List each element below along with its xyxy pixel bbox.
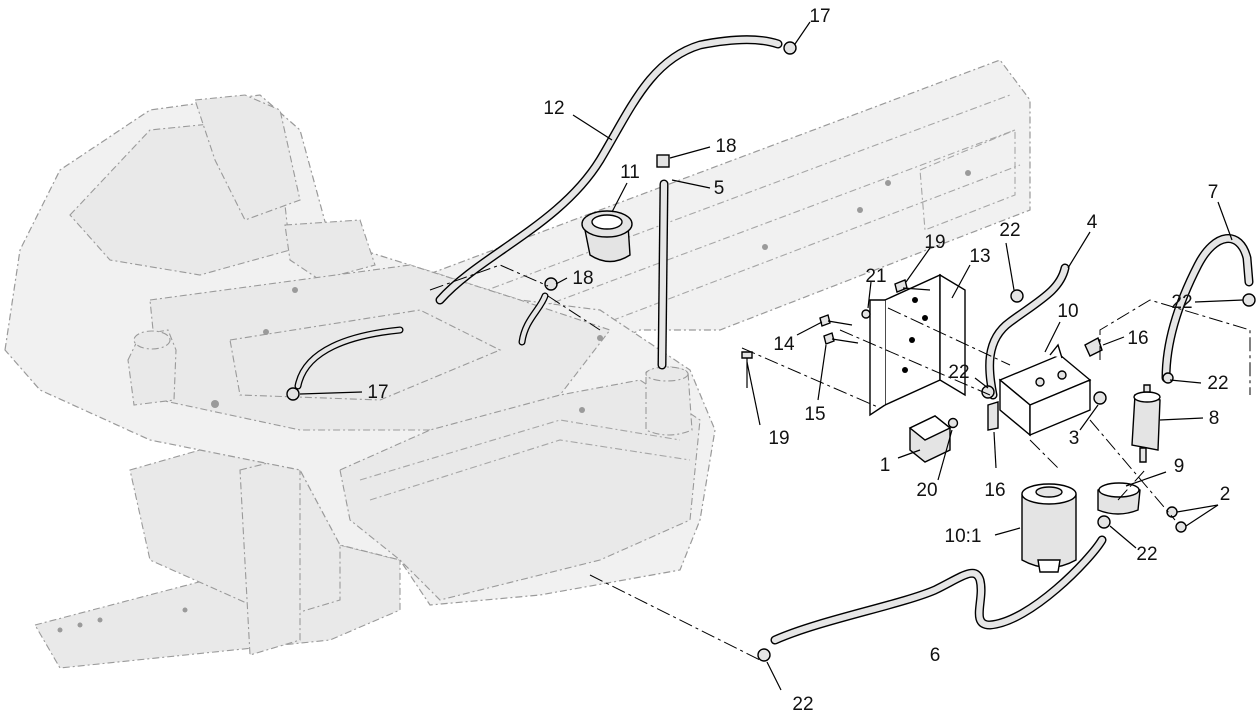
nut-20 <box>947 417 959 429</box>
fuel-filter <box>1021 483 1077 573</box>
callout-9: 9 <box>1174 456 1185 477</box>
callout-22: 22 <box>999 220 1020 241</box>
clamp-22-f <box>757 648 771 662</box>
clamp-22-a <box>1010 289 1024 303</box>
vent-hose <box>435 35 783 305</box>
hose-clamp-17-upper <box>783 41 797 55</box>
filter-bracket <box>998 343 1092 437</box>
callout-22: 22 <box>948 362 969 383</box>
callout-4: 4 <box>1087 212 1098 233</box>
callout-20: 20 <box>916 480 937 501</box>
bolt-19-upper <box>894 279 931 293</box>
callout-16: 16 <box>1127 328 1148 349</box>
clamp-22-e <box>1097 515 1111 529</box>
nut-3 <box>1093 391 1107 405</box>
tank-return-hose <box>518 292 549 346</box>
callout-15: 15 <box>804 404 825 425</box>
fuel-pump <box>1131 384 1161 463</box>
callout-2: 2 <box>1220 484 1231 505</box>
callout-10-1: 10:1 <box>945 526 982 547</box>
callout-8: 8 <box>1209 408 1220 429</box>
bolt-19-lower <box>741 351 753 388</box>
hose-clamp-17-lower <box>286 387 300 401</box>
callout-21: 21 <box>865 266 886 287</box>
leader-lines <box>299 21 1244 691</box>
callout-labels: 17 12 18 11 5 18 17 7 22 4 19 13 21 10 2… <box>367 6 1230 715</box>
fitting-16-lower <box>987 401 999 431</box>
callout-18: 18 <box>572 268 593 289</box>
filter-outlet-hose <box>985 263 1070 400</box>
fuel-pickup-tube <box>657 179 669 370</box>
callout-22: 22 <box>1207 373 1228 394</box>
cap-18-upper <box>656 154 670 168</box>
callout-18: 18 <box>715 136 736 157</box>
clamp-18 <box>544 277 558 291</box>
callout-16: 16 <box>984 480 1005 501</box>
bolt-21 <box>861 309 871 319</box>
callout-13: 13 <box>969 246 990 267</box>
callout-3: 3 <box>1069 428 1080 449</box>
fuel-supply-hose <box>770 535 1107 645</box>
callout-17: 17 <box>809 6 830 27</box>
bolt-14 <box>819 314 853 327</box>
fuel-pump-outlet-hose <box>1161 234 1254 383</box>
tank-vent-hose <box>294 326 404 390</box>
callout-1: 1 <box>880 455 891 476</box>
callout-11: 11 <box>620 162 640 183</box>
callout-7: 7 <box>1208 182 1219 203</box>
mounting-bracket <box>869 273 966 417</box>
callout-14: 14 <box>773 334 795 355</box>
fitting-16-upper <box>1084 336 1103 357</box>
fuel-tank-cap <box>581 210 633 263</box>
callout-17: 17 <box>367 382 388 403</box>
callout-22: 22 <box>1171 292 1192 313</box>
nut-2-b <box>1175 521 1187 533</box>
clamp-22-c <box>1242 293 1256 307</box>
callout-19: 19 <box>924 232 945 253</box>
callout-6: 6 <box>930 645 941 666</box>
callout-19: 19 <box>768 428 789 449</box>
callout-10: 10 <box>1057 301 1078 322</box>
assembly-lines <box>429 264 1251 661</box>
clamp-22-d <box>1162 372 1174 384</box>
callout-22: 22 <box>1136 544 1157 565</box>
callout-5: 5 <box>714 178 725 199</box>
callout-12: 12 <box>543 98 564 119</box>
callout-22: 22 <box>792 694 813 715</box>
relay <box>908 415 952 463</box>
bolt-15 <box>823 332 859 345</box>
